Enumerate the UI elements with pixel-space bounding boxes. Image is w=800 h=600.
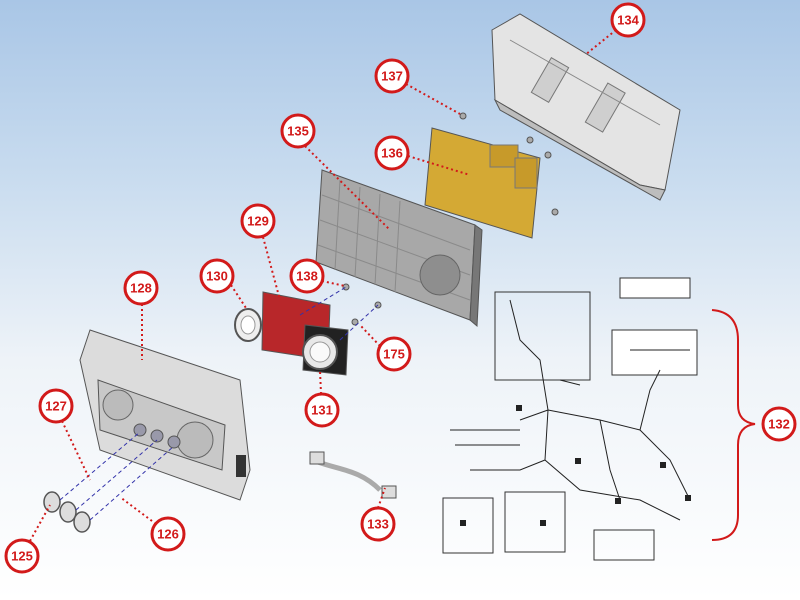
shaft-dashed-lines bbox=[59, 286, 379, 521]
circuit-board bbox=[424, 127, 541, 239]
callout-175: 175 bbox=[376, 336, 412, 372]
callout-137: 137 bbox=[374, 58, 410, 94]
callout-132: 132 bbox=[761, 406, 797, 442]
rear-mounting-frame bbox=[491, 13, 681, 201]
callout-label: 138 bbox=[296, 269, 318, 284]
callout-136: 136 bbox=[374, 135, 410, 171]
callout-label: 125 bbox=[11, 549, 33, 564]
callout-label: 128 bbox=[130, 281, 152, 296]
callout-129: 129 bbox=[240, 203, 276, 239]
callout-label: 129 bbox=[247, 214, 269, 229]
callout-130: 130 bbox=[199, 258, 235, 294]
gauge-plate bbox=[234, 291, 349, 376]
callout-label: 135 bbox=[287, 124, 309, 139]
callout-134: 134 bbox=[610, 2, 646, 38]
callout-125: 125 bbox=[4, 538, 40, 574]
callout-131: 131 bbox=[304, 392, 340, 428]
callout-label: 131 bbox=[311, 403, 333, 418]
callout-label: 127 bbox=[45, 399, 67, 414]
callout-labels: 134 137 136 135 129 130 138 175 128 131 … bbox=[4, 2, 797, 574]
callout-126: 126 bbox=[150, 516, 186, 552]
control-knobs bbox=[43, 491, 91, 533]
callout-label: 137 bbox=[381, 69, 403, 84]
callout-label: 136 bbox=[381, 146, 403, 161]
callout-127: 127 bbox=[38, 388, 74, 424]
callout-label: 175 bbox=[383, 347, 405, 362]
callout-128: 128 bbox=[123, 270, 159, 306]
mounting-plate bbox=[315, 169, 483, 328]
callout-label: 134 bbox=[617, 13, 639, 28]
wiring-harness-schematic bbox=[442, 277, 698, 561]
callout-138: 138 bbox=[289, 258, 325, 294]
callout-label: 126 bbox=[157, 527, 179, 542]
bracket-132 bbox=[711, 309, 756, 541]
wire-harness-small bbox=[309, 451, 397, 499]
front-housing bbox=[79, 329, 251, 501]
leader-lines bbox=[29, 29, 617, 542]
callout-133: 133 bbox=[360, 506, 396, 542]
callout-label: 133 bbox=[367, 517, 389, 532]
callout-label: 132 bbox=[768, 417, 790, 432]
callout-135: 135 bbox=[280, 113, 316, 149]
callout-label: 130 bbox=[206, 269, 228, 284]
